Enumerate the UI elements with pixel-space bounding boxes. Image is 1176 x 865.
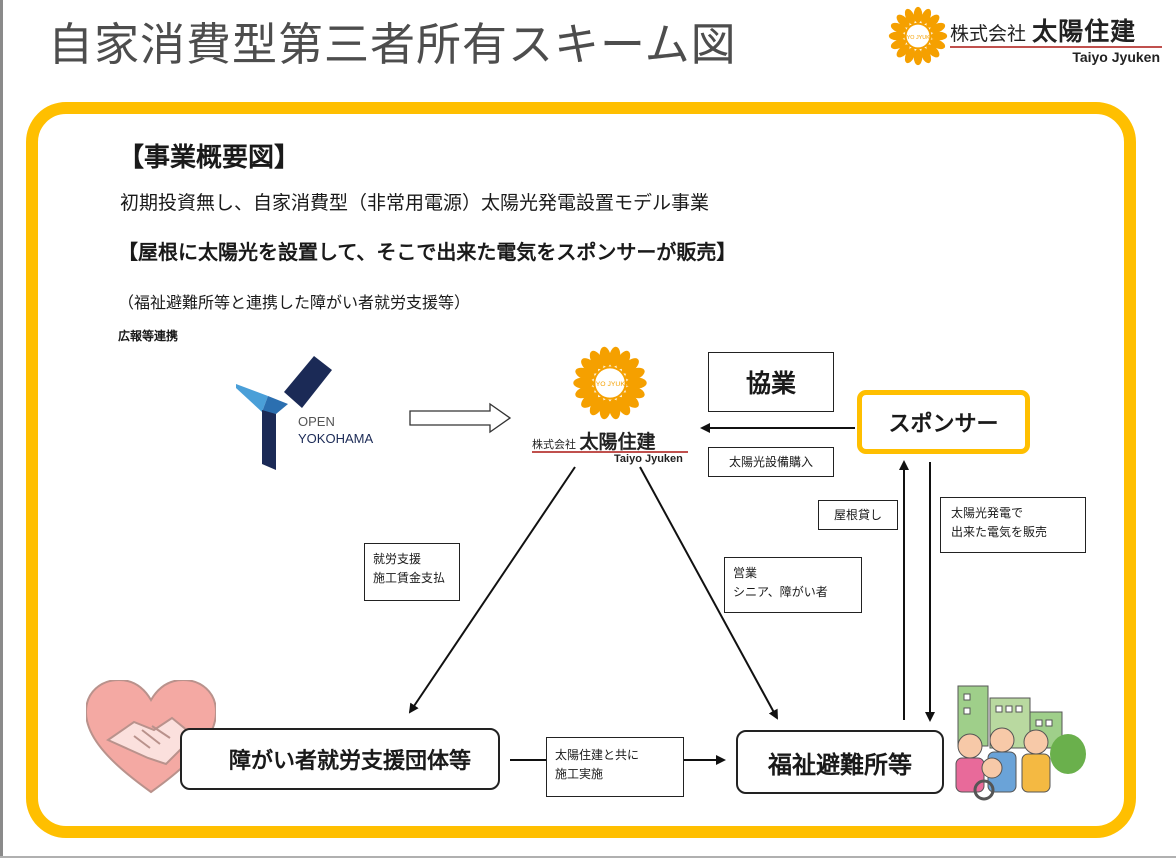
sunflower-petal (921, 47, 932, 64)
sunflower-petal (589, 396, 604, 416)
sunflower-icon: TAIYO JYUKEN (888, 6, 948, 66)
page-title: 自家消費型第三者所有スキーム図 (48, 18, 737, 71)
sunflower-petal (621, 358, 639, 374)
sunflower-petal (581, 358, 599, 374)
label-construction-together: 太陽住建と共に 施工実施 (546, 737, 684, 797)
welfare-shelter-box: 福祉避難所等 (736, 730, 944, 794)
sunflower-petal (581, 392, 599, 408)
sunflower-petal (573, 377, 594, 389)
label-electricity-sale: 太陽光発電で 出来た電気を販売 (940, 497, 1086, 553)
sunflower-petal (896, 14, 910, 28)
facility-and-people-icon (955, 685, 1086, 801)
arrow-company-to-shelter (639, 466, 778, 720)
label-work-support: 就労支援 施工賃金支払 (364, 543, 460, 601)
sunflower-petal (589, 350, 604, 370)
logo-underline-center (532, 451, 688, 453)
logo-underline (950, 46, 1162, 48)
hollow-arrow-pr (409, 402, 512, 434)
sunflower-petal (926, 44, 940, 58)
sunflower-petal (926, 14, 940, 28)
label-roof-lease: 屋根貸し (818, 500, 898, 530)
label-purchase: 太陽光設備購入 (708, 447, 834, 477)
sunflower-petal (616, 350, 631, 370)
sunflower-petal (890, 39, 907, 50)
open-yokohama-text-1: OPEN (298, 414, 335, 429)
label-construction-line-2: 施工実施 (555, 767, 604, 781)
label-sales-line-2: シニア、障がい者 (733, 585, 828, 599)
sunflower-mark-text: TAIYO JYUKEN (899, 35, 938, 41)
company-logo-center: TAIYO JYUKEN 株式会社 太陽住建 Taiyo Jyuken (526, 345, 696, 470)
sunflower-petal (904, 8, 915, 25)
open-yokohama-mark-icon (236, 356, 332, 470)
open-yokohama-text-2: YOKOHAMA (298, 431, 374, 446)
label-construction-line-1: 太陽住建と共に (555, 748, 640, 762)
sunflower-icon: TAIYO JYUKEN (573, 346, 647, 420)
section-heading: 【事業概要図】 (118, 143, 301, 173)
sunflower-petal (608, 399, 621, 420)
company-name-center: 株式会社 太陽住建 (532, 431, 656, 453)
label-work-support-line-1: 就労支援 (373, 552, 422, 566)
disabled-support-group-box: 障がい者就労支援団体等 (180, 728, 500, 790)
label-electricity-sale-line-1: 太陽光発電で (951, 506, 1024, 520)
sunflower-petal (896, 44, 910, 58)
sunflower-petal (616, 396, 631, 416)
label-electricity-sale-line-2: 出来た電気を販売 (951, 525, 1048, 539)
label-sales-line-1: 営業 (733, 566, 758, 580)
company-romaji-center: Taiyo Jyuken (614, 453, 683, 465)
sunflower-petal (626, 377, 647, 389)
sunflower-petal (913, 48, 923, 66)
sunflower-petal (930, 31, 948, 41)
sunflower-petal (575, 385, 595, 399)
sunflower-center (904, 22, 932, 50)
sunflower-mark-text: TAIYO JYUKEN (586, 381, 635, 388)
summary-line-3: （福祉避難所等と連携した障がい者就労支援等） (118, 293, 471, 312)
company-logo: TAIYO JYUKEN 株式会社 太陽住建 Taiyo Jyuken (888, 6, 1168, 66)
sunflower-petal (599, 346, 612, 367)
cooperation-box: 協業 (708, 352, 834, 412)
company-name: 株式会社 太陽住建 (950, 17, 1137, 46)
summary-line-2: 【屋根に太陽光を設置して、そこで出来た電気をスポンサーが販売】 (118, 240, 737, 264)
sunflower-center (593, 366, 627, 400)
sunflower-petal (621, 392, 639, 408)
open-yokohama-logo: OPEN YOKOHAMA (236, 352, 396, 472)
sunflower-petal (625, 367, 645, 381)
sunflower-petal (929, 22, 946, 33)
label-sales: 営業 シニア、障がい者 (724, 557, 862, 613)
arrow-company-to-disabled-group (408, 466, 576, 714)
pr-collab-label: 広報等連携 (118, 329, 179, 343)
window-frame-left (0, 0, 3, 858)
company-romaji: Taiyo Jyuken (1072, 49, 1160, 65)
sponsor-box: スポンサー (857, 390, 1030, 454)
label-work-support-line-2: 施工賃金支払 (373, 571, 446, 585)
sunflower-petal (913, 6, 923, 24)
summary-line-1: 初期投資無し、自家消費型（非常用電源）太陽光発電設置モデル事業 (120, 192, 710, 214)
sunflower-petal (888, 31, 906, 41)
window-frame-bottom (0, 856, 1176, 858)
